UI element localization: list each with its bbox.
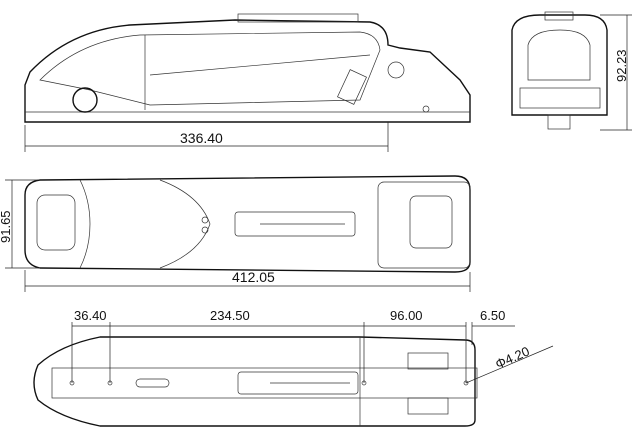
dim-mount-length: 96.00 xyxy=(390,308,423,323)
dim-side-length: 336.40 xyxy=(180,130,223,146)
leader-hole-diameter xyxy=(465,345,554,384)
top-view xyxy=(5,175,471,292)
dim-top-width: 91.65 xyxy=(0,210,13,243)
dim-end-offset: 6.50 xyxy=(480,308,506,323)
bottom-view xyxy=(33,322,554,427)
side-view xyxy=(24,13,471,152)
dim-hole-spacing: 234.50 xyxy=(210,308,250,323)
dim-side-height: 92.23 xyxy=(614,49,629,82)
end-view xyxy=(511,11,632,131)
dim-top-length: 412.05 xyxy=(232,269,275,285)
dim-hole-offset: 36.40 xyxy=(74,308,107,323)
